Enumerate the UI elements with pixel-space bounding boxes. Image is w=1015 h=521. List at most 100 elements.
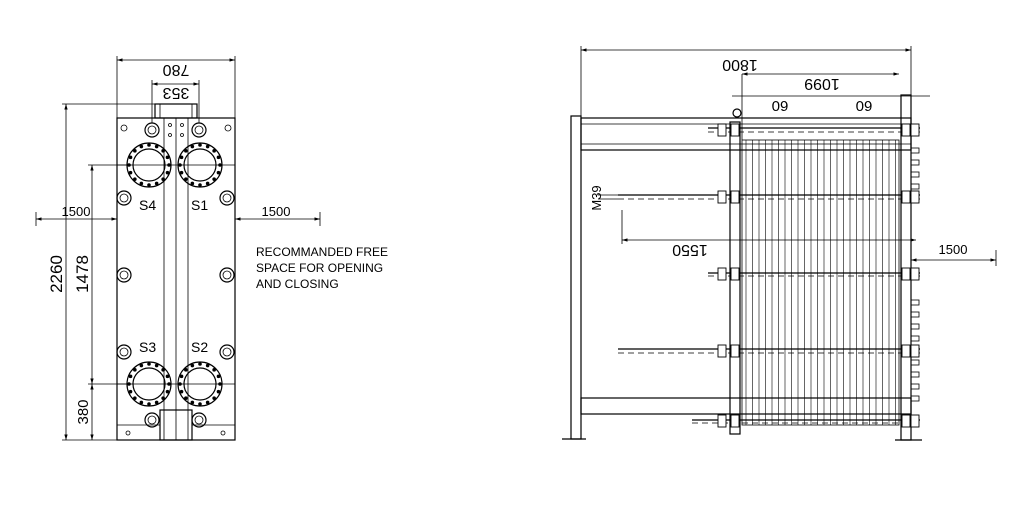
flange-bolt-dot <box>139 400 144 405</box>
dim-total-height: 2260 <box>47 255 66 293</box>
note-line-1: RECOMMANDED FREE <box>256 245 388 259</box>
note-line-3: AND CLOSING <box>256 277 339 291</box>
flange-bolt-dot <box>147 143 151 147</box>
flange-bolt-dot <box>216 389 221 394</box>
flange-bolt-dot <box>154 400 159 405</box>
side-tightening-bolts <box>618 127 920 424</box>
flange-bolt-dot <box>216 374 221 379</box>
flange-bolt-dot <box>128 155 133 160</box>
frame-plate <box>900 94 912 441</box>
bolt-nut <box>730 123 740 137</box>
flange-bolt-dot <box>165 155 170 160</box>
flange-bolt-dot <box>184 396 188 400</box>
bolt-nut <box>910 344 920 358</box>
flange-bolt-dot <box>212 149 216 153</box>
bolt-nut <box>901 344 911 358</box>
flange-bolt-dot <box>179 170 184 175</box>
flange-bolt-dot <box>133 368 137 372</box>
dim-bolt-size: M39 <box>589 185 604 210</box>
note-line-2: SPACE FOR OPENING <box>256 261 383 275</box>
port-label-s4: S4 <box>139 197 156 213</box>
bolt-nut <box>717 344 727 358</box>
flange-bolt-dot <box>179 389 184 394</box>
flange-bolt-dot <box>190 144 195 149</box>
bolt-nut <box>910 414 920 428</box>
flange-bolt-dot <box>139 181 144 186</box>
flange-bolt-dot <box>184 368 188 372</box>
bolt-nut <box>730 190 740 204</box>
flange-bolt-dot <box>165 374 170 379</box>
nozzle-stub <box>910 323 920 330</box>
dim-offset-left: 60 <box>772 97 789 114</box>
flange-bolt-dot <box>212 396 216 400</box>
flange-bolt-dot <box>133 149 137 153</box>
nozzle-stub <box>910 183 920 190</box>
side-view: 1800 1099 60 60 M39 1550 1500 <box>562 46 997 441</box>
flange-bolt-dot <box>205 363 210 368</box>
bolt-nut <box>901 190 911 204</box>
dim-offset-right: 60 <box>856 97 873 114</box>
flange-bolt-dot <box>216 155 221 160</box>
nozzle-stub <box>910 299 920 306</box>
port-label-s1: S1 <box>191 197 208 213</box>
dim-plate-pack: 1099 <box>804 75 840 92</box>
nozzle-stub <box>910 359 920 366</box>
flange-bolt-dot <box>190 363 195 368</box>
dim-bottom: 380 <box>75 399 92 424</box>
flange-bolt-dot <box>161 368 165 372</box>
flange-bolt-dot <box>128 170 133 175</box>
nozzle-stub <box>910 395 920 402</box>
bolt-nut <box>730 267 740 281</box>
flange-bolt-dot <box>216 170 221 175</box>
nozzle-stub <box>910 171 920 178</box>
bolt-nut <box>910 190 920 204</box>
nozzle-stub <box>910 311 920 318</box>
flange-bolt-dot <box>161 149 165 153</box>
port-label-s2: S2 <box>191 339 208 355</box>
flange-bolt-dot <box>184 149 188 153</box>
flange-bolt-dot <box>190 400 195 405</box>
bolt-nut <box>730 344 740 358</box>
flange-bolt-dot <box>190 181 195 186</box>
dim-port-spacing: 353 <box>163 84 190 101</box>
flange-bolt-dot <box>165 170 170 175</box>
flange-bolt-dot <box>212 368 216 372</box>
plate-pack <box>741 139 900 426</box>
flange-bolt-dot <box>198 183 202 187</box>
nozzle-stub <box>910 335 920 342</box>
flange-bolt-dot <box>179 374 184 379</box>
nozzle-stub <box>910 147 920 154</box>
dim-overall-length: 1800 <box>722 56 758 73</box>
nozzle-stub <box>910 371 920 378</box>
dim-clearance-right: 1500 <box>262 204 291 219</box>
pressure-plate <box>729 121 741 435</box>
flange-bolt-dot <box>205 181 210 186</box>
flange-bolt-dot <box>147 402 151 406</box>
flange-bolt-dot <box>205 144 210 149</box>
bolt-nut <box>901 123 911 137</box>
bolt-nut <box>730 414 740 428</box>
flange-bolt-dot <box>147 362 151 366</box>
flange-bolt-dot <box>133 396 137 400</box>
flange-bolt-dot <box>205 400 210 405</box>
flange-bolt-dot <box>128 374 133 379</box>
front-view: S4 S1 S3 S2 780 353 2260 1478 380 1500 <box>35 56 388 441</box>
flange-bolt-dot <box>161 396 165 400</box>
bolt-nut <box>901 414 911 428</box>
flange-bolt-dot <box>161 177 165 181</box>
top-bar-head <box>154 103 198 119</box>
bolt-nut <box>910 123 920 137</box>
flange-bolt-dot <box>184 177 188 181</box>
dim-side-clearance: 1500 <box>939 242 968 257</box>
port-label-s3: S3 <box>139 339 156 355</box>
flange-bolt-dot <box>133 177 137 181</box>
bolt-nut <box>717 123 727 137</box>
flange-bolt-dot <box>154 363 159 368</box>
nozzle-stub <box>910 383 920 390</box>
flange-bolt-dot <box>139 144 144 149</box>
flange-bolt-dot <box>198 362 202 366</box>
dim-port-vertical: 1478 <box>73 255 92 293</box>
flange-bolt-dot <box>139 363 144 368</box>
bolt-nut <box>717 267 727 281</box>
